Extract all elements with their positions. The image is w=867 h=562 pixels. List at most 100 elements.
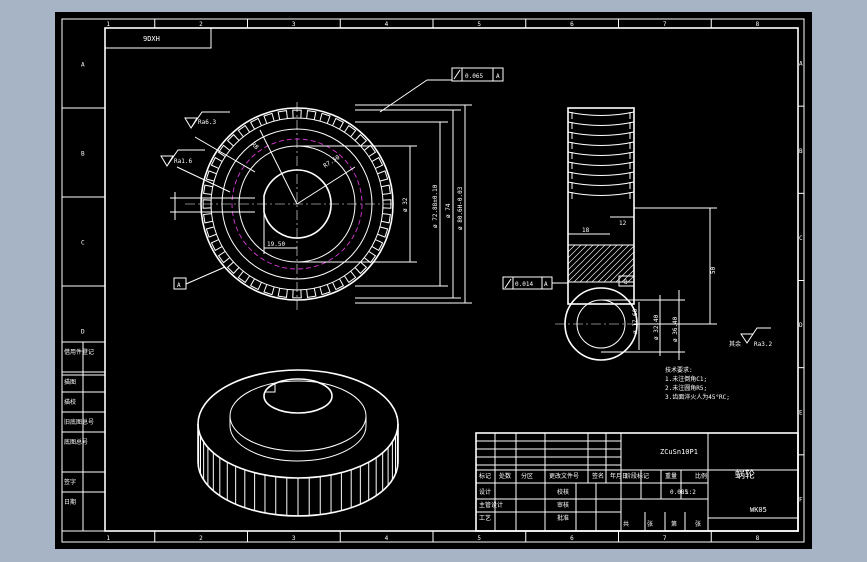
runout2-datum: A	[544, 281, 548, 288]
front-view: 19.50 R7.50 R8 Ra6.3 Ra1.6 0.065 A A ø 3…	[160, 67, 504, 310]
sheet-label-3: 张	[695, 520, 701, 528]
gear-tooth	[277, 110, 288, 120]
gear-tooth	[292, 289, 302, 299]
hatch-line	[573, 244, 612, 283]
row-label-left: D	[81, 329, 85, 336]
stage-label: 阶段标记	[625, 472, 649, 480]
gear-tooth	[381, 184, 391, 195]
gear-tooth	[205, 226, 217, 238]
role-3: 审核	[557, 501, 569, 509]
gear-tooth	[226, 133, 240, 147]
gear-tooth	[277, 288, 288, 298]
row-label-right: A	[799, 61, 803, 68]
runout2-value: 0.014	[515, 281, 533, 288]
side-tooth-band	[567, 111, 635, 116]
iso-hub	[229, 380, 367, 452]
hdr-1: 处数	[499, 472, 511, 480]
row-label-left: B	[81, 151, 85, 158]
iso-teeth	[197, 424, 399, 516]
iso-bore	[263, 378, 333, 414]
isometric-view	[197, 369, 399, 517]
datum-leader	[185, 266, 226, 285]
leader-radius	[259, 129, 298, 205]
iso-keyway	[265, 384, 276, 393]
dim-r750-text: R7.50	[322, 154, 341, 170]
leader-r750	[296, 166, 356, 205]
title-block: ZCuSn10P1 蜗轮 WK05 0.085 1:2 阶段标记 重量 比例 标…	[475, 432, 799, 532]
section-lower	[567, 244, 635, 283]
role-5: 批准	[557, 514, 569, 522]
dim-50-text: 50	[710, 266, 717, 274]
side-tooth-band	[567, 161, 635, 166]
col-label-top: 4	[385, 21, 389, 28]
gear-tooth	[363, 250, 377, 264]
gear-tooth	[354, 261, 368, 275]
col-label-top: 1	[106, 21, 110, 28]
side-view: 18 12 50 8 ø 17.60 ø 32.40 ø 36.40 0.014…	[502, 107, 772, 361]
side-tooth-band	[567, 151, 635, 156]
hatch-line	[567, 244, 594, 271]
gear-tooth	[343, 270, 357, 284]
dim-d1-text: ø 17.60	[632, 308, 639, 334]
root-circle	[210, 117, 384, 291]
dim-19-text: 19.50	[267, 241, 285, 248]
gear-tooth	[332, 117, 345, 130]
gear-tooth	[205, 170, 217, 182]
title-block-grid	[476, 433, 798, 531]
roughness-symbol-1	[184, 111, 230, 129]
sheet-label-2: 第	[671, 520, 677, 528]
gear-tooth	[210, 239, 223, 252]
role-2: 主管设计	[479, 501, 503, 509]
gear-tooth	[217, 250, 231, 264]
tech-requirements: 技术要求: 1.未注倒角C1; 2.未注圆角R5; 3.齿面淬火人为45°RC;	[665, 366, 730, 401]
col-label-top: 6	[570, 21, 574, 28]
roughness-rest-text: Ra3.2	[754, 341, 772, 348]
hatch-line	[627, 275, 635, 283]
gear-tooth	[203, 213, 213, 224]
hatch-line	[585, 244, 624, 283]
hatch-line	[567, 244, 600, 277]
left-table-row: 旧底图总号	[64, 418, 94, 426]
dim-12-text: 12	[619, 220, 627, 227]
leader-ra63	[194, 136, 256, 173]
dim-74-text: ø 74	[445, 203, 452, 218]
gear-tooth	[306, 288, 317, 298]
corner-box-text: 9DXH	[143, 35, 160, 43]
dim-8-text: 8	[624, 279, 628, 286]
runout2-symbol	[504, 278, 512, 289]
side-tooth-band	[567, 181, 635, 186]
pitch-circle	[231, 138, 363, 270]
col-label-bottom: 6	[570, 535, 574, 542]
gear-tooth	[203, 184, 213, 195]
runout-leader	[379, 79, 428, 113]
role-1: 校核	[557, 488, 569, 496]
gear-tooth	[332, 278, 345, 291]
hdr-5: 年月日	[610, 472, 628, 480]
role-0: 设计	[479, 488, 491, 496]
corner-box	[104, 27, 212, 49]
part-name: 蜗轮	[735, 468, 755, 481]
gear-tooth	[226, 261, 240, 275]
row-label-right: E	[799, 409, 803, 416]
drawing-number: WK05	[750, 506, 767, 514]
col-label-top: 5	[477, 21, 481, 28]
side-tooth-band	[567, 171, 635, 176]
side-tooth-band	[567, 191, 635, 196]
hatch-line	[567, 244, 588, 265]
left-table-row: 描校	[64, 398, 76, 406]
dim-d2-text: ø 32.40	[653, 314, 660, 340]
hatch-line	[591, 244, 630, 283]
tip-circle	[200, 107, 394, 301]
gear-tooth	[263, 112, 275, 124]
role-4: 工艺	[479, 514, 491, 522]
col-label-bottom: 5	[477, 535, 481, 542]
leader-ra16	[176, 166, 231, 193]
col-label-top: 2	[199, 21, 203, 28]
gear-tooth	[217, 144, 231, 158]
gear-tooth	[202, 199, 212, 209]
side-tooth-band	[567, 141, 635, 146]
gear-tooth	[381, 213, 391, 224]
row-label-right: D	[799, 322, 803, 329]
